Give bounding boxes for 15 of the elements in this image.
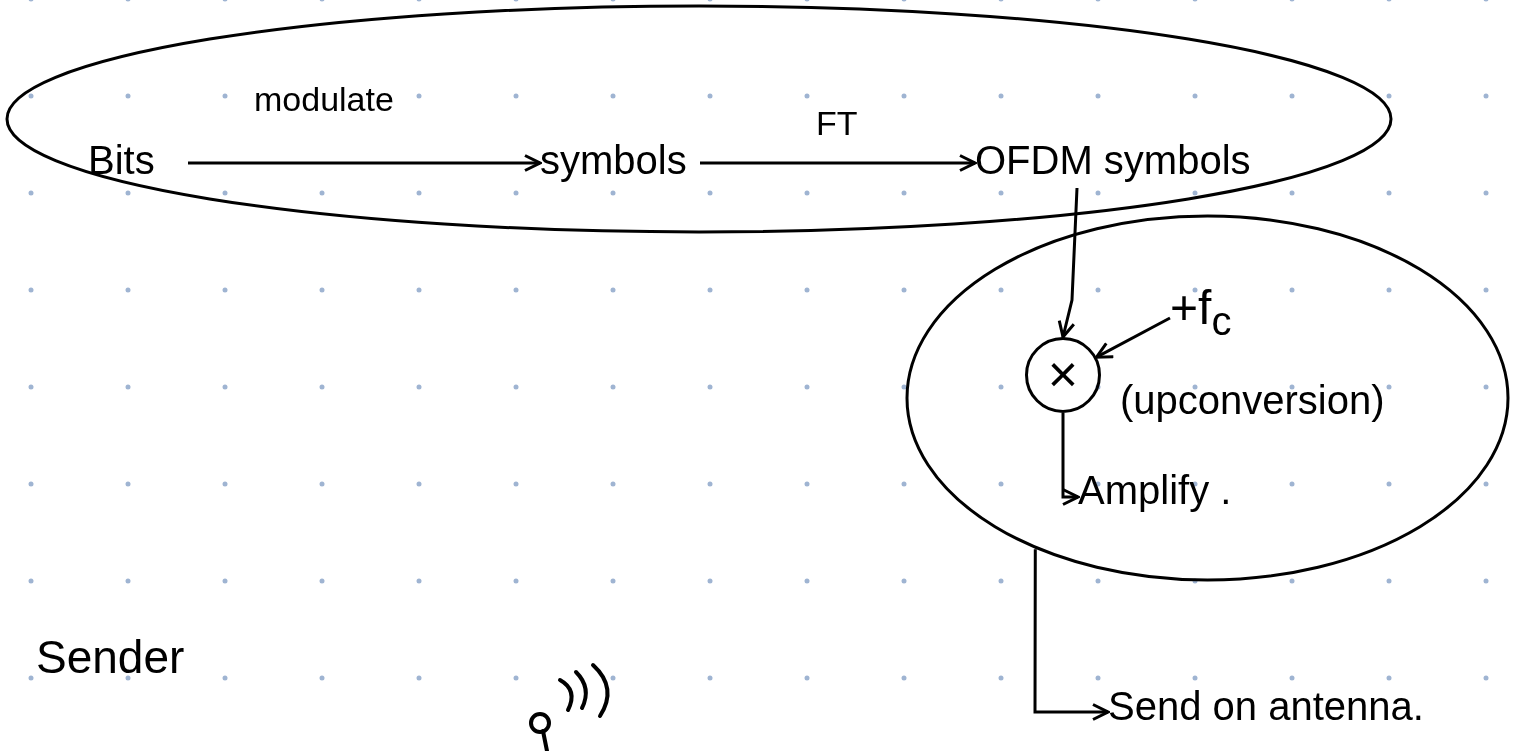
arrow <box>1057 187 1079 339</box>
text-label: OFDM symbols <box>975 138 1275 188</box>
multiplier-circle: × <box>1025 337 1101 413</box>
arrow <box>1033 549 1110 721</box>
arrow <box>1095 316 1171 359</box>
text-label: +f$_{c}$ <box>1170 282 1290 354</box>
arrow <box>188 154 542 172</box>
text-label: Amplify . <box>1078 468 1268 526</box>
text-label: Sender <box>36 632 185 683</box>
arrow <box>700 154 977 172</box>
text-label: (upconversion) <box>1120 378 1385 422</box>
text-label: Bits <box>88 138 188 188</box>
text-label: Send on antenna. <box>1108 684 1438 740</box>
text-label: symbols <box>540 138 700 188</box>
arrow <box>1061 413 1080 506</box>
